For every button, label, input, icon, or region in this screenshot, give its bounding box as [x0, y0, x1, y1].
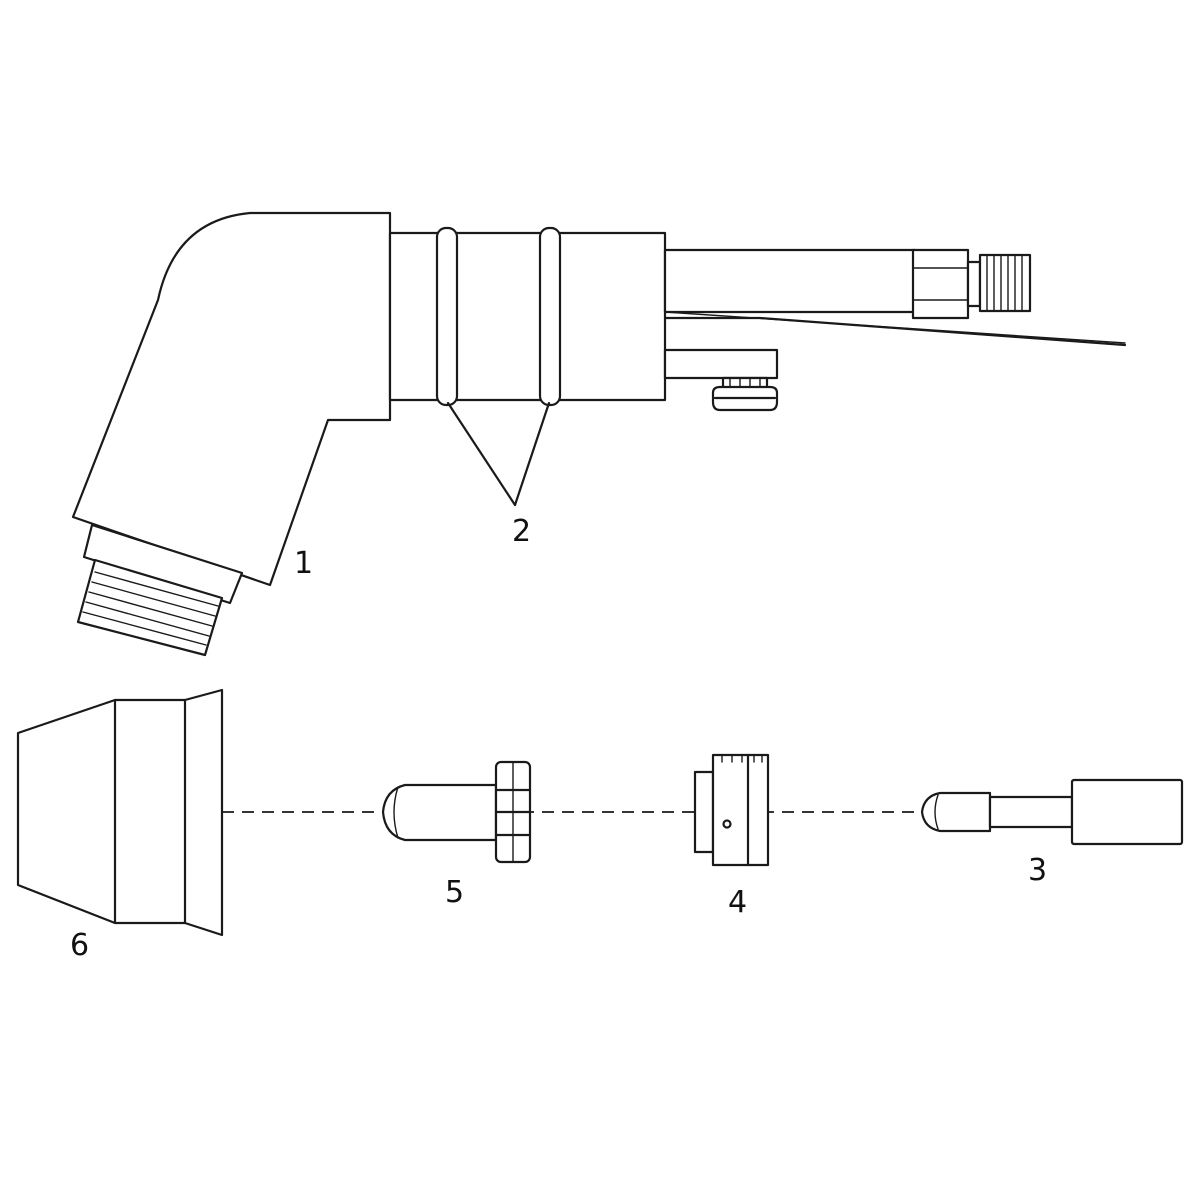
o-ring-left: [435, 226, 459, 407]
o-ring-leader-lines: [446, 401, 551, 507]
screw-icon: [711, 376, 779, 412]
callout-4: 4: [728, 885, 747, 920]
shield-cup: [16, 688, 224, 937]
electrode: [920, 778, 1184, 846]
torch-shaft: [388, 226, 1127, 412]
callout-2: 2: [512, 514, 531, 549]
gas-diffuser: [693, 753, 770, 867]
torch-head-body: [71, 211, 392, 657]
threaded-stud: [966, 260, 982, 308]
callout-3: 3: [1028, 853, 1047, 888]
callout-1: 1: [294, 546, 313, 581]
callout-6: 6: [70, 928, 89, 963]
nozzle-tip: [381, 760, 532, 864]
callout-5: 5: [445, 875, 464, 910]
hex-fitting: [911, 248, 970, 320]
o-ring-right: [538, 226, 562, 407]
